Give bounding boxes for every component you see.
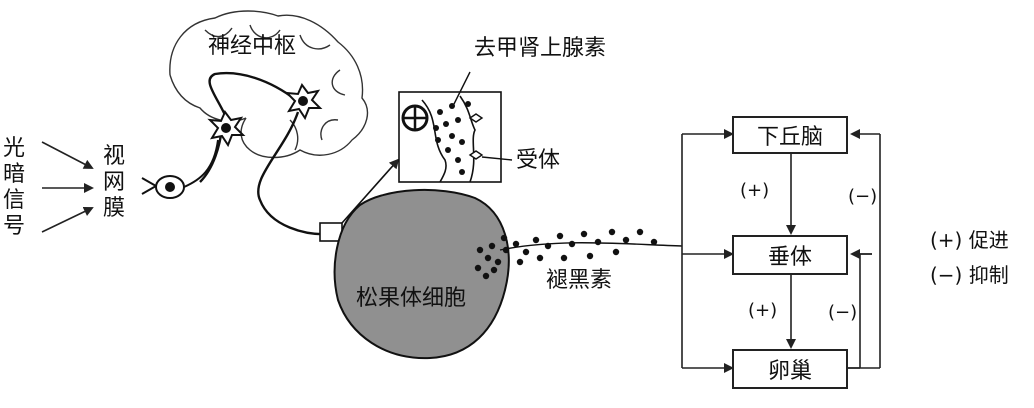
norepinephrine-label: 去甲肾上腺素 — [474, 36, 607, 61]
melatonin-label: 褪黑素 — [546, 268, 613, 293]
pituitary-box: 垂体 — [732, 235, 848, 275]
neuron-2 — [284, 83, 323, 121]
nerve-center-label: 神经中枢 — [208, 34, 297, 59]
retina-label: 视网膜 — [102, 144, 125, 221]
light-signal-arrows — [41, 141, 94, 233]
hypothalamus-box: 下丘脑 — [732, 116, 848, 154]
ovary-to-hypothalamus-sign: (−) — [848, 186, 878, 207]
ovary-to-pituitary-sign: (−) — [828, 302, 858, 323]
norepinephrine-pointer — [451, 71, 471, 109]
light-signal-label: 光暗信号 — [2, 136, 25, 239]
legend-inhibit: (−) 抑制 — [930, 263, 1009, 287]
receptor-label: 受体 — [516, 148, 561, 173]
neuron-1 — [207, 110, 246, 148]
hypothalamus-to-pituitary-sign: (+) — [740, 180, 770, 201]
synapse-inset — [398, 91, 502, 183]
pineal-cell-body — [333, 188, 510, 360]
legend-promote: (+) 促进 — [930, 228, 1009, 252]
retina-cell — [141, 139, 219, 199]
ovary-box: 卵巢 — [732, 349, 848, 389]
pituitary-to-ovary-sign: (+) — [748, 300, 778, 321]
regulation-lines — [681, 129, 881, 373]
receptor-pointer — [481, 156, 513, 161]
melatonin-dots — [474, 228, 658, 280]
melatonin-path — [499, 242, 683, 251]
pineal-cell-label: 松果体细胞 — [356, 286, 467, 311]
